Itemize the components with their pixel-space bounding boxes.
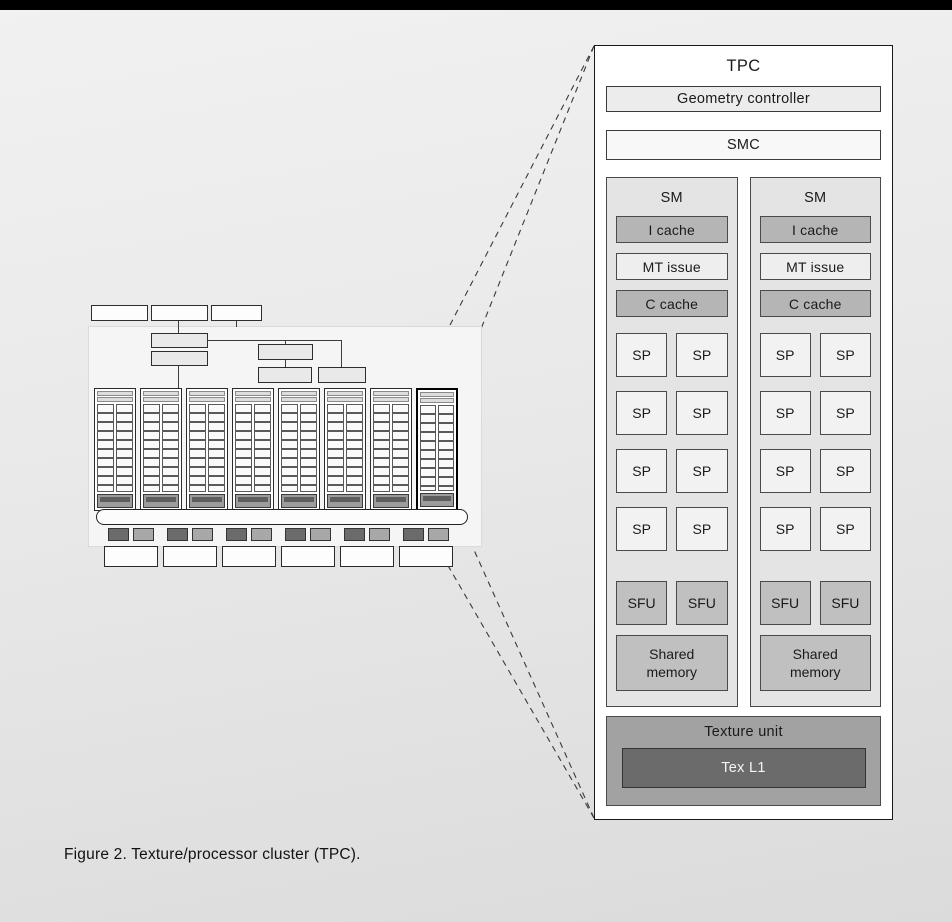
- mini-dram-box: [281, 546, 335, 567]
- sp-box: SP: [819, 449, 871, 493]
- mini-dram-box: [340, 546, 394, 567]
- i-cache-box: I cache: [759, 216, 871, 243]
- connector-line: [207, 340, 342, 341]
- mini-tpc-column: [278, 388, 320, 511]
- mini-dram-box: [104, 546, 158, 567]
- mini-rop-l2-pair: [167, 528, 213, 541]
- mini-rop-l2-pair: [226, 528, 272, 541]
- mini-rop-box: [344, 528, 365, 541]
- mini-dram-box: [163, 546, 217, 567]
- sfu-row: SFU SFU: [616, 581, 728, 625]
- mini-l2-box: [251, 528, 272, 541]
- sp-grid: SP SP SP SP SP SP SP SP: [759, 333, 871, 551]
- c-cache-box: C cache: [759, 290, 871, 317]
- mini-l2-box: [310, 528, 331, 541]
- tpc-panel: TPC Geometry controller SMC SM I cache M…: [594, 45, 893, 820]
- mt-issue-box: MT issue: [616, 253, 728, 280]
- zoom-dashed-line: [456, 511, 595, 819]
- mini-tpc-column: [94, 388, 136, 511]
- sm-title: SM: [804, 190, 827, 206]
- sp-box: SP: [676, 391, 728, 435]
- mini-tpc-column: [416, 388, 458, 511]
- sp-box: SP: [616, 449, 668, 493]
- interconnect-network-bar: [96, 509, 468, 525]
- sfu-box: SFU: [676, 581, 728, 625]
- i-cache-box: I cache: [616, 216, 728, 243]
- sm-title: SM: [660, 190, 683, 206]
- mini-l2-box: [133, 528, 154, 541]
- sp-box: SP: [676, 507, 728, 551]
- texture-unit-title: Texture unit: [704, 724, 783, 740]
- mini-rop-l2-pair: [108, 528, 154, 541]
- sp-box: SP: [676, 333, 728, 377]
- mini-rop-l2-pair: [403, 528, 449, 541]
- sp-box: SP: [759, 333, 811, 377]
- sp-box: SP: [616, 333, 668, 377]
- compute-work-distribution-box: [318, 367, 366, 383]
- sm-block-2: SM I cache MT issue C cache SP SP SP SP …: [749, 177, 881, 707]
- mini-l2-box: [369, 528, 390, 541]
- mini-tpc-column: [370, 388, 412, 511]
- sfu-box: SFU: [616, 581, 668, 625]
- mini-l2-box: [428, 528, 449, 541]
- host-cpu-box: [91, 305, 148, 321]
- mt-issue-box: MT issue: [759, 253, 871, 280]
- mini-dram-box: [222, 546, 276, 567]
- tex-l1-box: Tex L1: [621, 748, 866, 788]
- c-cache-box: C cache: [616, 290, 728, 317]
- mini-rop-box: [167, 528, 188, 541]
- mini-rop-box: [285, 528, 306, 541]
- tpc-title: TPC: [726, 57, 761, 75]
- mini-rop-row: [108, 528, 449, 541]
- system-memory-box: [211, 305, 262, 321]
- sm-row: SM I cache MT issue C cache SP SP SP SP …: [606, 177, 881, 707]
- sfu-box: SFU: [759, 581, 811, 625]
- figure-caption: Figure 2. Texture/processor cluster (TPC…: [64, 846, 361, 863]
- sp-box: SP: [759, 391, 811, 435]
- mini-rop-box: [403, 528, 424, 541]
- sp-box: SP: [819, 333, 871, 377]
- mini-tpc-row: [94, 388, 458, 511]
- sfu-row: SFU SFU: [759, 581, 871, 625]
- connector-line: [285, 360, 286, 367]
- mini-tpc-column: [324, 388, 366, 511]
- pixel-work-distribution-box: [258, 367, 312, 383]
- sp-box: SP: [616, 507, 668, 551]
- sp-box: SP: [759, 507, 811, 551]
- sp-box: SP: [819, 391, 871, 435]
- sp-grid: SP SP SP SP SP SP SP SP: [616, 333, 728, 551]
- connector-line: [178, 321, 179, 333]
- shared-memory-box: Shared memory: [616, 635, 728, 691]
- mini-dram-box: [399, 546, 453, 567]
- shared-memory-box: Shared memory: [759, 635, 871, 691]
- mini-rop-l2-pair: [285, 528, 331, 541]
- mini-tpc-column: [140, 388, 182, 511]
- geometry-controller-box: Geometry controller: [606, 86, 881, 112]
- mini-rop-box: [108, 528, 129, 541]
- sm-block-1: SM I cache MT issue C cache SP SP SP SP …: [606, 177, 738, 707]
- mini-dram-row: [104, 546, 453, 567]
- sp-box: SP: [616, 391, 668, 435]
- zoom-dashed-line: [416, 511, 595, 819]
- sp-box: SP: [676, 449, 728, 493]
- connector-line: [341, 340, 342, 367]
- smc-box: SMC: [606, 130, 881, 160]
- connector-line: [236, 321, 237, 327]
- mini-rop-box: [226, 528, 247, 541]
- vertex-work-distribution-box: [258, 344, 313, 360]
- connector-line: [178, 366, 179, 388]
- host-interface-box: [151, 333, 208, 348]
- sp-box: SP: [819, 507, 871, 551]
- connector-line: [285, 340, 286, 344]
- mini-tpc-column: [186, 388, 228, 511]
- sfu-box: SFU: [819, 581, 871, 625]
- input-assembler-box: [151, 351, 208, 366]
- texture-unit-box: Texture unit Tex L1: [606, 716, 881, 806]
- mini-l2-box: [192, 528, 213, 541]
- bridge-box: [151, 305, 208, 321]
- mini-tpc-column: [232, 388, 274, 511]
- sp-box: SP: [759, 449, 811, 493]
- page-top-black-bar: [0, 0, 952, 10]
- mini-rop-l2-pair: [344, 528, 390, 541]
